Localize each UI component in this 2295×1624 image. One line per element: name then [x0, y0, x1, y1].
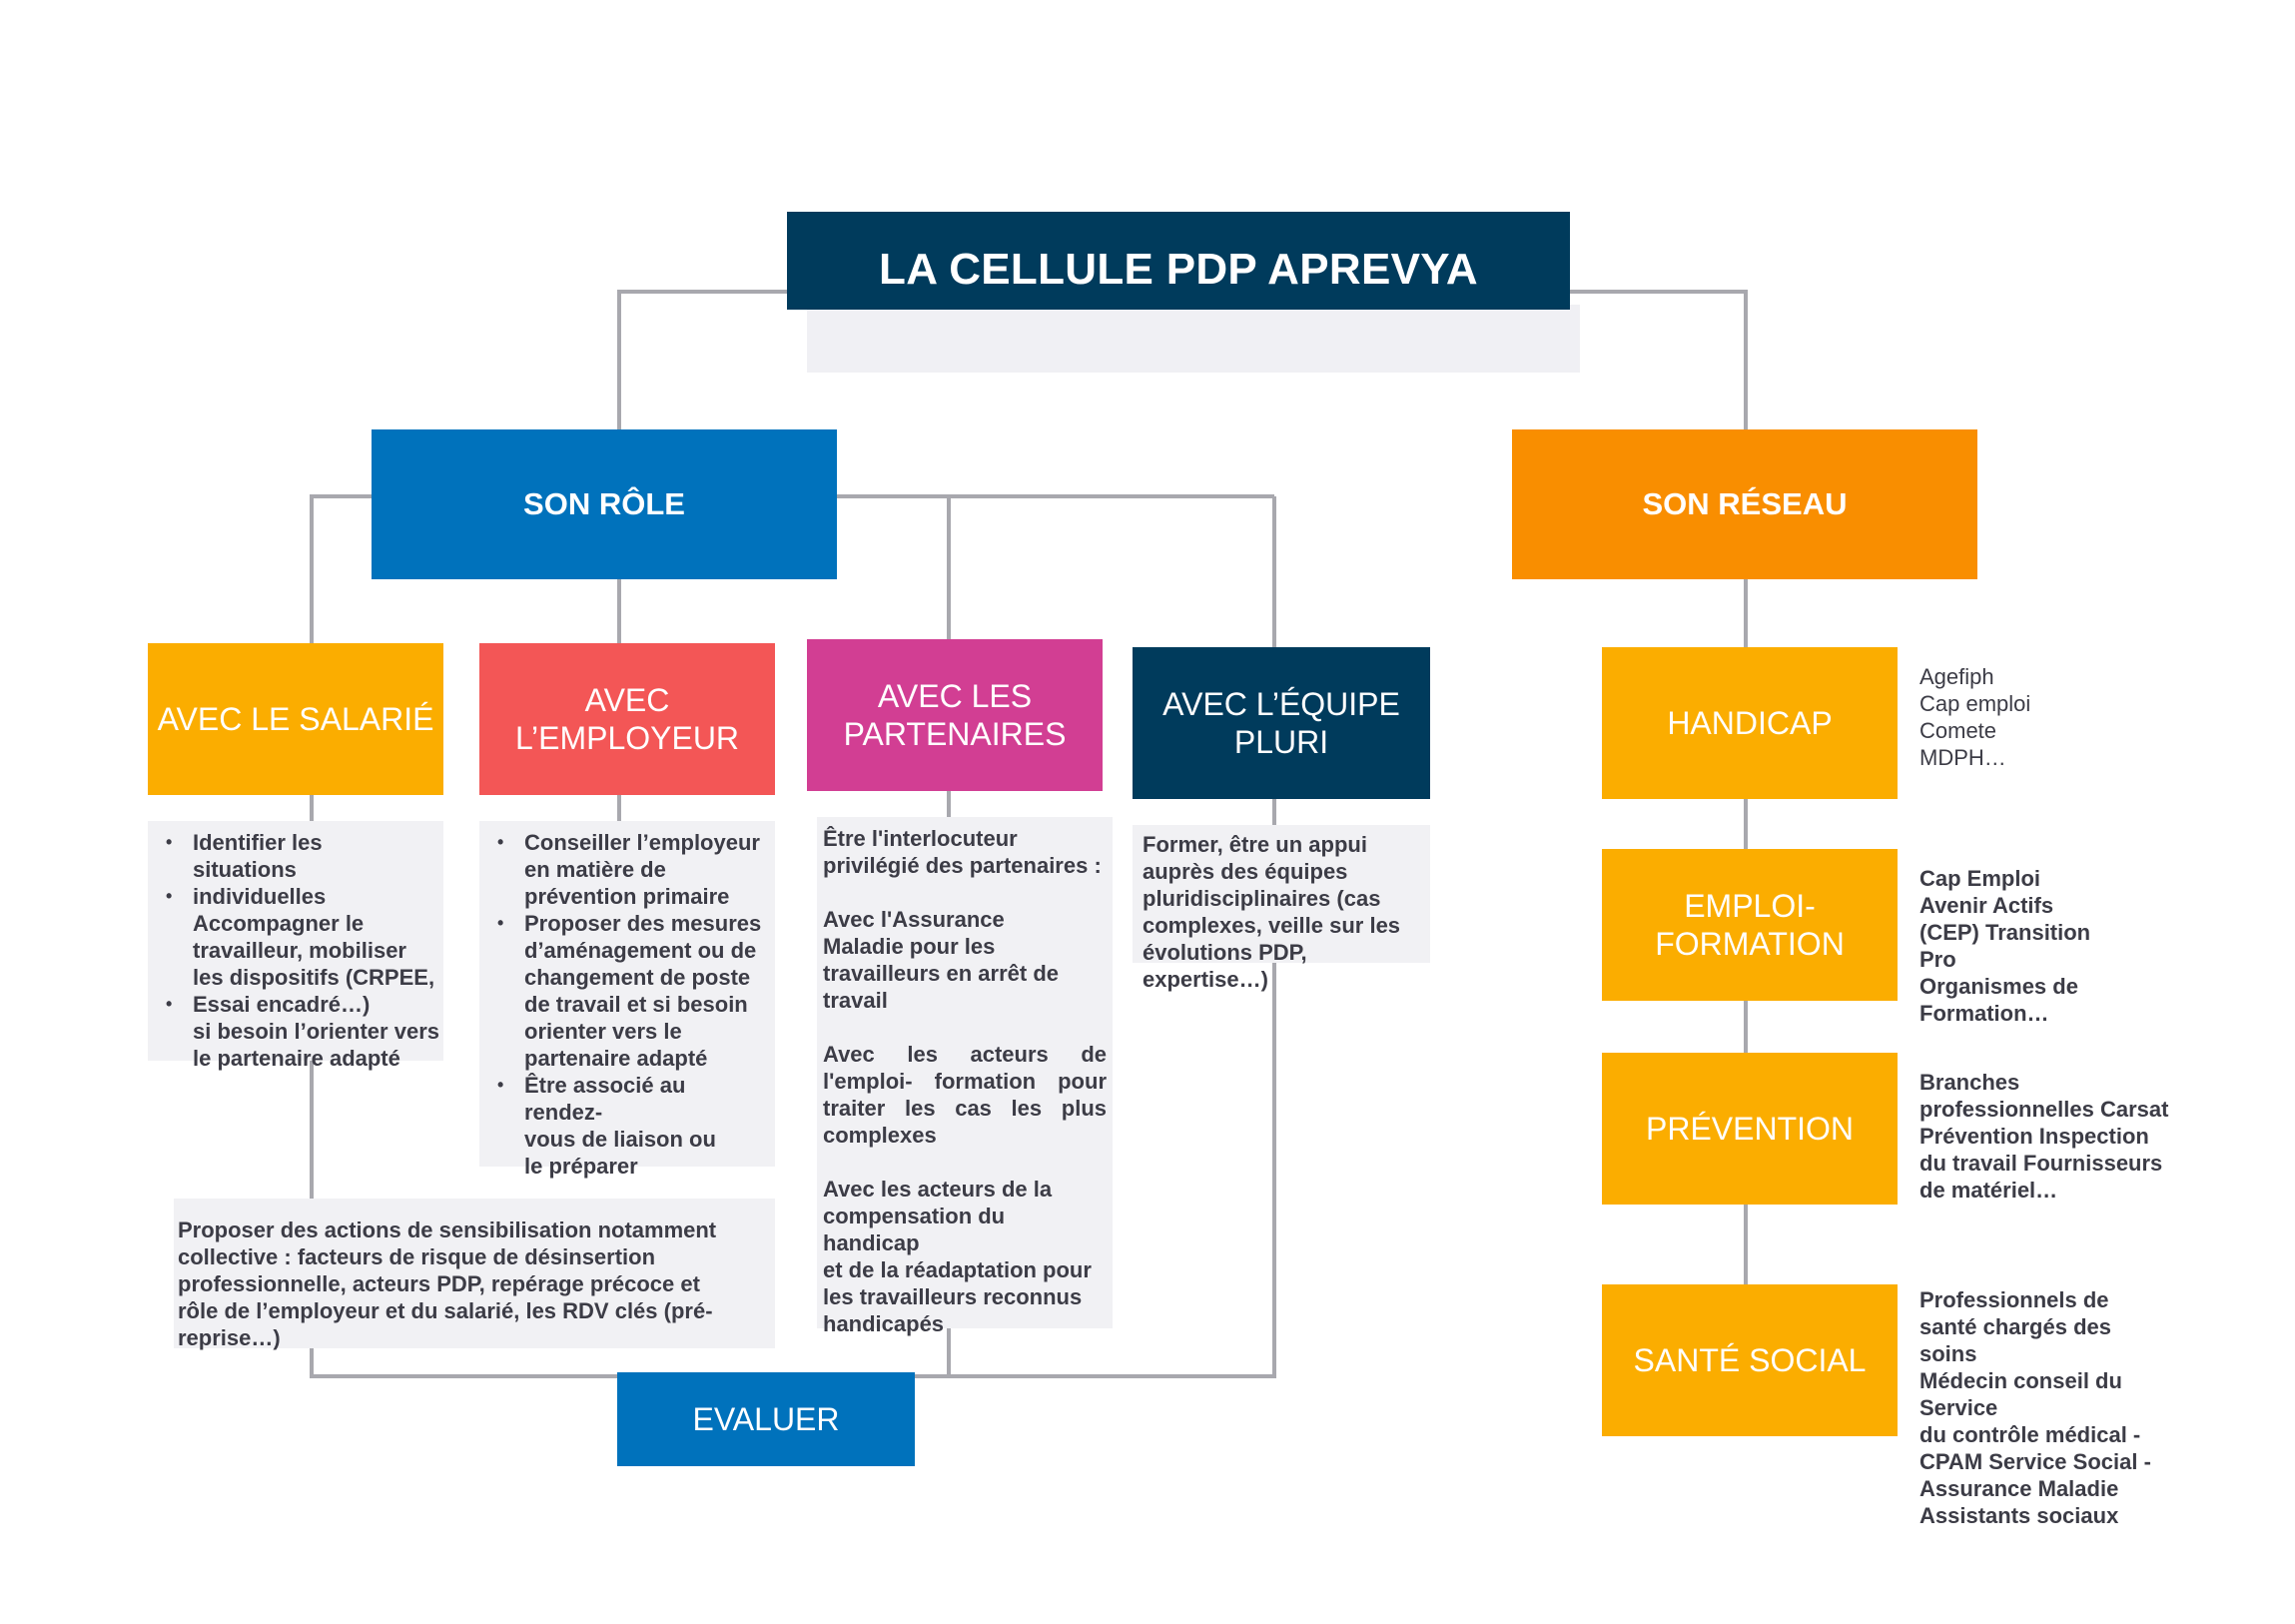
partenaires-paragraph-emploi: Avec les acteurs de l'emploi- formation …	[823, 1042, 1107, 1148]
evaluer-box: EVALUER	[617, 1372, 915, 1466]
category-equipe-label-line2: PLURI	[1233, 724, 1329, 760]
network-text-sante-social: Professionnels de santé chargés des soin…	[1919, 1287, 2151, 1528]
network-item-prevention: PRÉVENTION	[1602, 1053, 1898, 1205]
category-salarie: AVEC LE SALARIÉ	[148, 643, 443, 795]
network-text-handicap: Agefiph Cap emploi Comete MDPH…	[1919, 664, 2031, 770]
list-item: Essai encadré…) si besoin l’orienter ver…	[166, 991, 443, 1072]
category-partenaires: AVEC LES PARTENAIRES	[807, 639, 1103, 791]
panel-partenaires: Être l'interlocuteur privilégié des part…	[817, 817, 1113, 1336]
connector-title-network	[1570, 290, 1748, 431]
title-shadow	[807, 305, 1580, 373]
list-item: individuelles Accompagner le travailleur…	[166, 883, 443, 991]
role-box: SON RÔLE	[372, 429, 837, 579]
network-item-emploi-formation: EMPLOI- FORMATION	[1602, 849, 1898, 1001]
category-employeur-label-line1: AVEC	[584, 681, 670, 718]
network-item-label: FORMATION	[1655, 926, 1845, 962]
panel-employeur: Conseiller l’employeur en matière de pré…	[479, 821, 775, 1179]
panel-salarie: Identifier les situations individuelles …	[148, 821, 443, 1071]
network-item-label: HANDICAP	[1667, 704, 1833, 741]
category-partenaires-label-line1: AVEC LES	[877, 677, 1033, 714]
category-employeur: AVEC L’EMPLOYEUR	[479, 643, 775, 795]
category-equipe-label-line1: AVEC L’ÉQUIPE	[1162, 685, 1400, 722]
connector-role-left	[310, 494, 374, 643]
title-box: LA CELLULE PDP APREVYA	[787, 212, 1570, 310]
partenaires-paragraph-assurance: Avec l'Assurance Maladie pour les travai…	[823, 907, 1060, 1013]
role-label: SON RÔLE	[523, 486, 685, 522]
connector-title-role	[617, 290, 787, 431]
list-item: Identifier les situations	[166, 829, 443, 883]
panel-sensibilisation: Proposer des actions de sensibilisation …	[174, 1199, 775, 1350]
evaluer-label: EVALUER	[692, 1400, 840, 1437]
list-item: Conseiller l’employeur en matière de pré…	[497, 829, 775, 910]
panel-equipe: Former, être un appui auprès des équipes…	[1133, 825, 1430, 992]
category-equipe: AVEC L’ÉQUIPE PLURI	[1133, 647, 1430, 799]
network-item-label: SANTÉ SOCIAL	[1633, 1341, 1867, 1378]
category-salarie-label: AVEC LE SALARIÉ	[157, 700, 434, 737]
category-employeur-label-line2: L’EMPLOYEUR	[514, 720, 740, 756]
network-item-label: PRÉVENTION	[1645, 1110, 1855, 1147]
network-box: SON RÉSEAU	[1512, 429, 1977, 579]
partenaires-paragraph-intro: Être l'interlocuteur privilégié des part…	[823, 826, 1102, 878]
network-item-label: EMPLOI-	[1684, 887, 1816, 924]
network-item-sante-social: SANTÉ SOCIAL	[1602, 1284, 1898, 1436]
category-partenaires-label-line2: PARTENAIRES	[843, 716, 1067, 752]
network-text-emploi-formation: Cap Emploi Avenir Actifs (CEP) Transitio…	[1919, 866, 2091, 1026]
list-item: Être associé au rendez- vous de liaison …	[497, 1072, 775, 1180]
partenaires-paragraph-compensation: Avec les acteurs de la compensation du h…	[823, 1177, 1092, 1336]
network-text-prevention: Branches professionnelles Carsat Prévent…	[1919, 1070, 2169, 1203]
network-item-handicap: HANDICAP	[1602, 647, 1898, 799]
title-text: LA CELLULE PDP APREVYA	[879, 244, 1478, 294]
list-item: Proposer des mesures d’aménagement ou de…	[497, 910, 775, 1072]
network-label: SON RÉSEAU	[1642, 486, 1848, 522]
connector-equipe-evaluer	[909, 961, 1276, 1378]
